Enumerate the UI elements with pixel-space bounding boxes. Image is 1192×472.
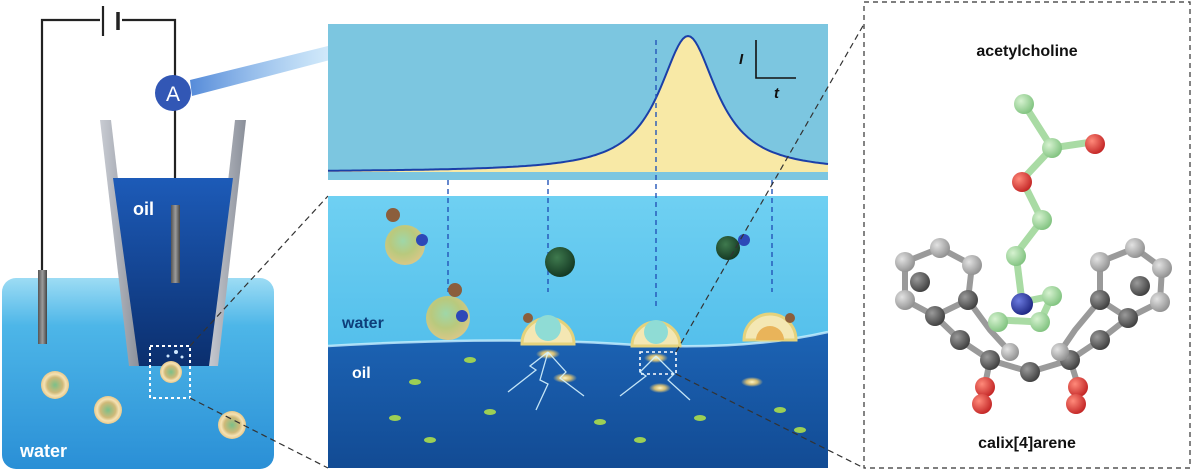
circuit-wire — [40, 18, 177, 270]
atom-carbon — [1032, 210, 1052, 230]
water-bath-label: water — [19, 441, 67, 461]
ammonium-group — [988, 286, 1062, 332]
protein-blue — [416, 234, 428, 246]
glow-spot — [553, 373, 577, 383]
droplet — [218, 411, 246, 439]
zoom-connector — [189, 195, 329, 347]
droplet-with-protein — [385, 225, 425, 265]
protein-brown — [386, 208, 400, 222]
molecular-model-panel: acetylcholine calix[4]arene — [863, 1, 1191, 469]
interface-droplet — [426, 283, 470, 340]
peak-area — [328, 36, 828, 172]
interface-droplet-empty — [742, 312, 798, 342]
tip-particle — [174, 350, 178, 354]
oil-tube-label: oil — [133, 199, 154, 219]
floating-molecules — [389, 357, 806, 443]
atom-nitrogen — [1011, 293, 1033, 315]
current-axis-label: I — [739, 51, 744, 68]
interface-droplet-peak — [630, 320, 682, 363]
dark-droplet — [545, 247, 575, 277]
zoom-connector — [189, 397, 329, 469]
zoom-connector — [675, 23, 865, 353]
electron-transfer — [507, 351, 585, 411]
droplet-in-zoom — [160, 361, 182, 383]
atom-carbon — [1014, 94, 1034, 114]
reference-electrode — [38, 270, 47, 344]
atom-oxygen — [1085, 134, 1105, 154]
atom-oxygen — [1012, 172, 1032, 192]
interface-oil-label: oil — [352, 365, 371, 382]
electron-transfer — [619, 355, 691, 401]
protein-blue — [738, 234, 750, 246]
signal-beam — [190, 46, 330, 96]
working-electrode — [171, 205, 180, 283]
droplet — [94, 396, 122, 424]
dark-droplet — [716, 236, 740, 260]
current-trace-line — [328, 34, 829, 172]
calixarene-label: calix[4]arene — [978, 435, 1076, 452]
atom-carbon — [1042, 138, 1062, 158]
time-axis-label: t — [774, 85, 780, 102]
acetylcholine-label: acetylcholine — [976, 43, 1077, 60]
atom-carbon — [1006, 246, 1026, 266]
glow-spot — [649, 383, 671, 393]
glow-spot — [741, 377, 763, 387]
scale-bar — [755, 40, 796, 79]
tip-particle — [166, 354, 170, 358]
ammeter-label: A — [166, 83, 180, 106]
glass-tube — [100, 120, 140, 366]
interface-water-label: water — [341, 315, 384, 332]
ammeter-icon: A — [155, 75, 191, 111]
zoom-connector — [675, 373, 865, 469]
interface-line — [327, 330, 829, 348]
interface-panel: water oil — [327, 40, 829, 468]
current-trace-panel: I t — [328, 24, 829, 180]
electrochemical-cell: A oil water — [2, 6, 330, 469]
droplet — [41, 371, 69, 399]
zoom-box — [149, 345, 191, 399]
tip-particle — [180, 355, 184, 359]
calixarene-atoms — [895, 238, 1172, 414]
oil-phase — [328, 332, 828, 468]
zoom-box-interface — [639, 351, 677, 375]
